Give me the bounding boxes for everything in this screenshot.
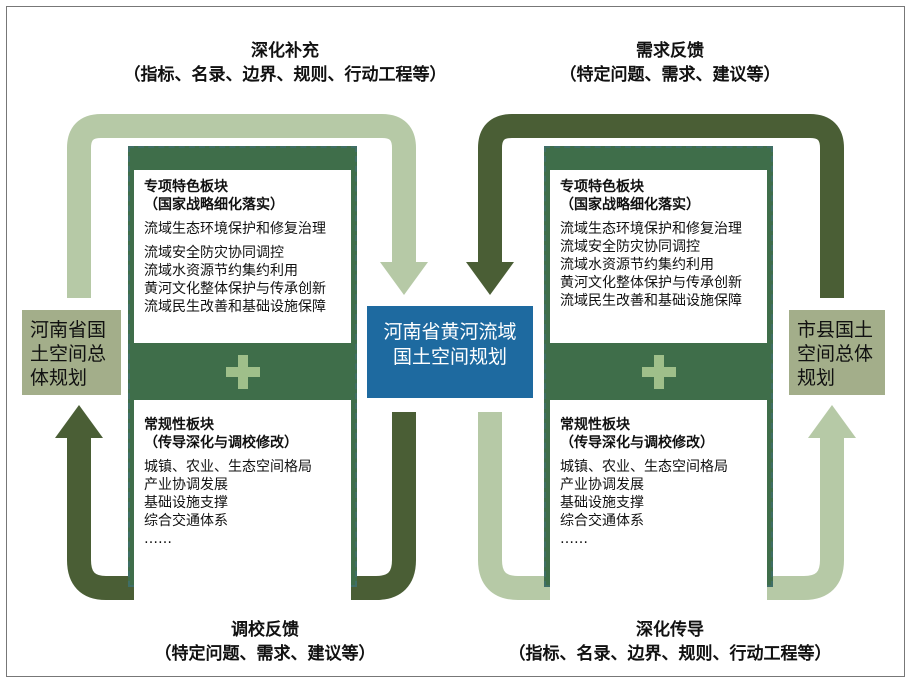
special-block-subtitle: （国家战略细化落实） bbox=[560, 197, 700, 213]
special-block-title: 专项特色板块 bbox=[560, 179, 644, 195]
list-item: 城镇、农业、生态空间格局 bbox=[560, 459, 728, 475]
heading-top-right: 需求反馈 （特定问题、需求、建议等） bbox=[530, 39, 810, 87]
plus-divider bbox=[550, 343, 767, 400]
heading-bottom-right: 深化传导 （指标、名录、边界、规则、行动工程等） bbox=[500, 618, 840, 666]
special-block-title: 专项特色板块 bbox=[144, 179, 228, 195]
heading-bottom-left-subtitle: （特定问题、需求、建议等） bbox=[154, 644, 376, 664]
arrowhead-deepen-transmission bbox=[808, 405, 856, 438]
list-item: 流域安全防灾协同调控 bbox=[560, 239, 700, 255]
list-item: 流域水资源节约集约利用 bbox=[144, 263, 298, 279]
node-line: 土空间总 bbox=[30, 343, 107, 365]
list-item: 流域民生改善和基础设施保障 bbox=[144, 299, 326, 315]
arrow-demand-feedback bbox=[478, 114, 844, 298]
heading-bottom-right-subtitle: （指标、名录、边界、规则、行动工程等） bbox=[508, 644, 832, 664]
node-line: 河南省国 bbox=[30, 319, 107, 341]
list-item: 黄河文化整体保护与传承创新 bbox=[560, 275, 742, 291]
content-panel-left: 专项特色板块 （国家战略细化落实） 流域生态环境保护和修复治理 流域安全防灾协同… bbox=[128, 146, 357, 605]
special-block: 专项特色板块 （国家战略细化落实） 流域生态环境保护和修复治理 流域安全防灾协同… bbox=[550, 170, 767, 359]
list-item: …… bbox=[144, 531, 172, 547]
list-item: 城镇、农业、生态空间格局 bbox=[144, 459, 312, 475]
arrowhead-calibration-feedback bbox=[55, 405, 103, 438]
heading-top-right-subtitle: （特定问题、需求、建议等） bbox=[559, 65, 781, 85]
plus-icon bbox=[225, 354, 260, 389]
node-yellow-river-plan: 河南省黄河流域 国土空间规划 bbox=[367, 306, 533, 398]
list-item: 流域民生改善和基础设施保障 bbox=[560, 293, 742, 309]
node-line: 空间总体 bbox=[797, 343, 874, 365]
special-block-list: 流域安全防灾协同调控 流域水资源节约集约利用 黄河文化整体保护与传承创新 流域民… bbox=[560, 238, 757, 310]
heading-top-right-title: 需求反馈 bbox=[636, 41, 704, 61]
list-item: 流域生态环境保护和修复治理 bbox=[144, 221, 326, 237]
list-item: 流域水资源节约集约利用 bbox=[560, 257, 714, 273]
list-item: 流域生态环境保护和修复治理 bbox=[560, 221, 742, 237]
regular-block: 常规性板块 （传导深化与调校修改） 城镇、农业、生态空间格局 产业协调发展 基础… bbox=[550, 400, 767, 605]
heading-top-left-subtitle: （指标、名录、边界、规则、行动工程等） bbox=[123, 65, 447, 85]
arrowhead-deepen-supplement bbox=[380, 262, 428, 295]
content-panel-right: 专项特色板块 （国家战略细化落实） 流域生态环境保护和修复治理 流域安全防灾协同… bbox=[544, 146, 773, 605]
list-item: …… bbox=[560, 531, 588, 547]
regular-block-title: 常规性板块 bbox=[144, 417, 214, 433]
node-line: 市县国土 bbox=[797, 319, 874, 341]
node-line: 规划 bbox=[797, 367, 836, 389]
node-line: 河南省黄河流域 bbox=[383, 321, 517, 343]
list-item: 综合交通体系 bbox=[560, 513, 644, 529]
list-item: 流域安全防灾协同调控 bbox=[144, 245, 284, 261]
heading-top-left: 深化补充 （指标、名录、边界、规则、行动工程等） bbox=[120, 39, 450, 87]
regular-block-subtitle: （传导深化与调校修改） bbox=[144, 435, 298, 451]
arrow-deepen-supplement bbox=[67, 114, 416, 298]
plus-icon bbox=[641, 354, 676, 389]
node-provincial-master-plan: 河南省国 土空间总 体规划 bbox=[22, 310, 121, 395]
special-block-subtitle: （国家战略细化落实） bbox=[144, 197, 284, 213]
list-item: 基础设施支撑 bbox=[144, 495, 228, 511]
node-line: 体规划 bbox=[30, 367, 88, 389]
list-item: 基础设施支撑 bbox=[560, 495, 644, 511]
heading-top-left-title: 深化补充 bbox=[251, 41, 319, 61]
list-item: 产业协调发展 bbox=[560, 477, 644, 493]
list-item: 黄河文化整体保护与传承创新 bbox=[144, 281, 326, 297]
node-line: 国土空间规划 bbox=[392, 346, 507, 368]
regular-block: 常规性板块 （传导深化与调校修改） 城镇、农业、生态空间格局 产业协调发展 基础… bbox=[134, 400, 351, 605]
regular-block-title: 常规性板块 bbox=[560, 417, 630, 433]
heading-bottom-right-title: 深化传导 bbox=[636, 620, 704, 640]
regular-block-subtitle: （传导深化与调校修改） bbox=[560, 435, 714, 451]
heading-bottom-left-title: 调校反馈 bbox=[231, 620, 299, 640]
list-item: 产业协调发展 bbox=[144, 477, 228, 493]
plus-divider bbox=[134, 343, 351, 400]
regular-block-list: 城镇、农业、生态空间格局 产业协调发展 基础设施支撑 综合交通体系 …… bbox=[560, 458, 757, 548]
special-block: 专项特色板块 （国家战略细化落实） 流域生态环境保护和修复治理 流域安全防灾协同… bbox=[134, 170, 351, 359]
list-item: 综合交通体系 bbox=[144, 513, 228, 529]
arrowhead-demand-feedback bbox=[466, 262, 514, 295]
special-block-list: 流域安全防灾协同调控 流域水资源节约集约利用 黄河文化整体保护与传承创新 流域民… bbox=[144, 244, 341, 316]
regular-block-list: 城镇、农业、生态空间格局 产业协调发展 基础设施支撑 综合交通体系 …… bbox=[144, 458, 341, 548]
heading-bottom-left: 调校反馈 （特定问题、需求、建议等） bbox=[120, 618, 410, 666]
diagram-frame bbox=[6, 6, 905, 677]
node-county-master-plan: 市县国土 空间总体 规划 bbox=[789, 310, 885, 395]
